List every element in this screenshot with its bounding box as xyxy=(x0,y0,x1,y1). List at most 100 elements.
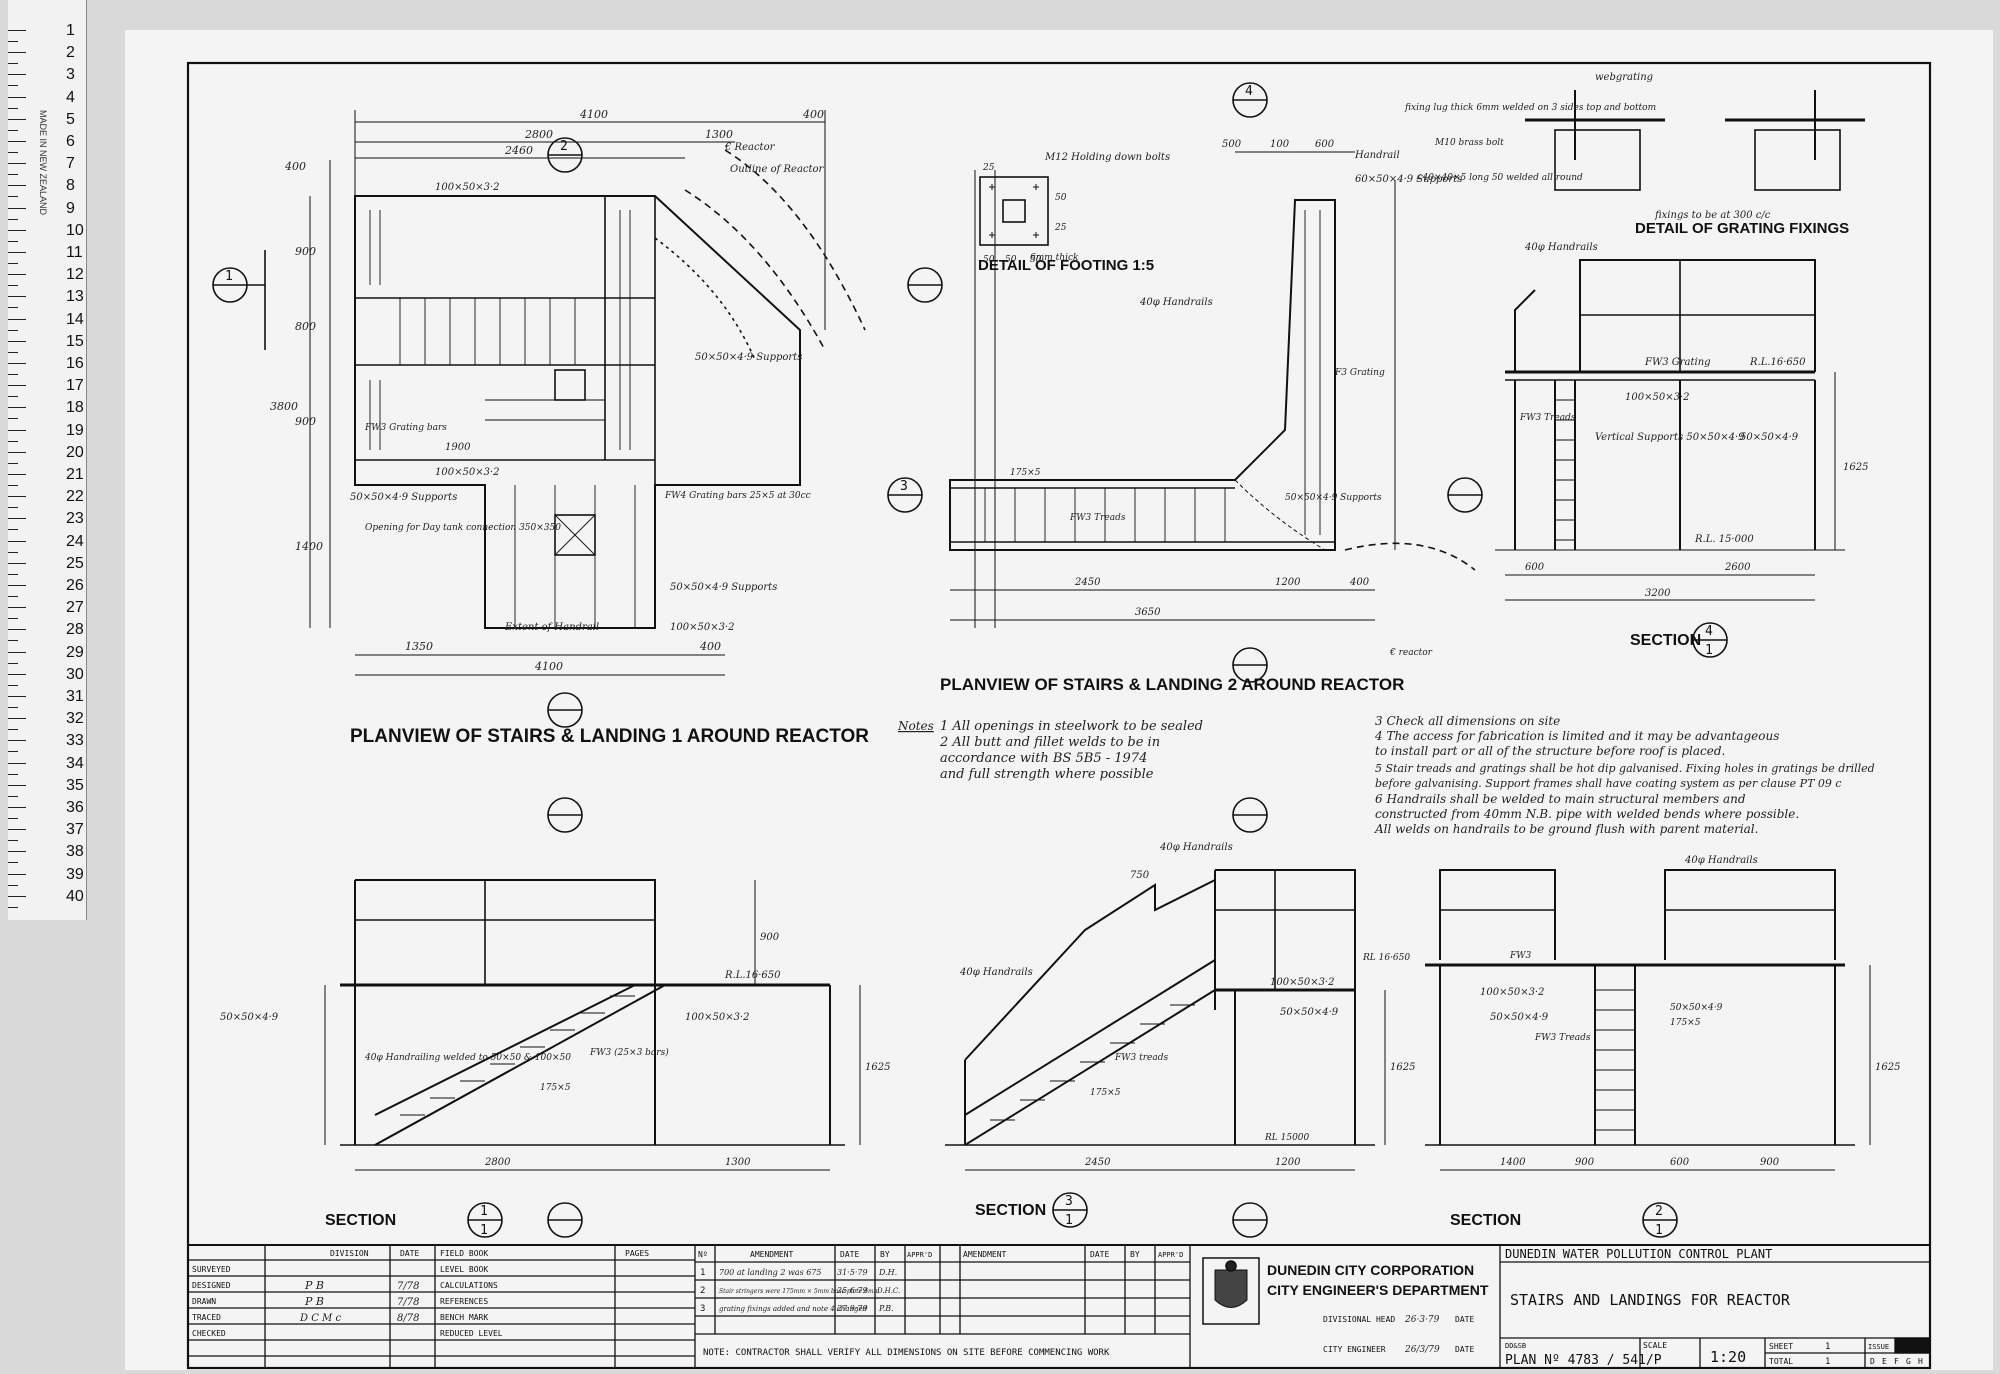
tb-issue-letter: F xyxy=(1894,1357,1899,1366)
ruler-number: 36 xyxy=(66,799,84,816)
note-line: 1 All openings in steelwork to be sealed xyxy=(940,719,1203,734)
tb-amend-head-2: DATE xyxy=(1090,1250,1109,1259)
tb-row: SURVEYED xyxy=(192,1265,231,1274)
sec3-note: FW3 treads xyxy=(1114,1053,1168,1063)
plan2-note: F3 Grating xyxy=(1334,368,1385,378)
plan1-note: 100×50×3·2 xyxy=(435,182,499,193)
tb-field: FIELD BOOK xyxy=(440,1249,488,1258)
sec2-dim: 1625 xyxy=(1875,1062,1900,1073)
plan2-note: € reactor xyxy=(1389,648,1433,658)
tb-row: DRAWN xyxy=(192,1297,216,1306)
ruler-tick xyxy=(8,607,26,609)
ruler-number: 20 xyxy=(66,443,84,461)
plan1-note: Opening for Day tank connection 350×350 xyxy=(365,523,561,533)
sec3-note: 175×5 xyxy=(1090,1088,1121,1098)
tb-org2: CITY ENGINEER'S DEPARTMENT xyxy=(1267,1282,1489,1298)
plan1-note: 50×50×4·9 Supports xyxy=(350,492,457,503)
ruler-number: 39 xyxy=(66,865,84,883)
plan1-dim: 400 xyxy=(284,160,306,173)
ruler-number: 3 xyxy=(66,66,75,84)
ruler-tick xyxy=(8,440,18,442)
ruler-tick xyxy=(8,163,26,165)
plan1-note: FW3 Grating bars xyxy=(364,423,447,433)
plan1-note: Outline of Reactor xyxy=(730,164,825,175)
sec4-note: 100×50×3·2 xyxy=(1625,392,1689,403)
ruler-number: 31 xyxy=(66,688,84,705)
ruler-tick xyxy=(8,807,26,808)
title-block-lines xyxy=(187,1244,1931,1369)
ruler-tick xyxy=(8,207,26,209)
tb-sheet-lbl: SHEET xyxy=(1769,1342,1793,1351)
ruler-tick xyxy=(8,529,18,531)
ruler-tick xyxy=(8,818,18,819)
sec1-note: R.L.16·650 xyxy=(724,970,781,981)
sec4-handrail xyxy=(1579,259,1816,372)
ruler-tick xyxy=(8,385,26,387)
tb-amend-head-2: APPR'D xyxy=(1158,1251,1183,1259)
ruler-tick xyxy=(8,906,18,908)
note-line: 3 Check all dimensions on site xyxy=(1375,714,1560,728)
tb-issue-letter: E xyxy=(1882,1357,1887,1366)
ruler-tick xyxy=(8,363,26,364)
tb-issue-lbl: ISSUE xyxy=(1868,1343,1889,1351)
grating-channel-left xyxy=(1554,129,1641,191)
ruler-tick xyxy=(8,851,26,853)
ruler-number: 13 xyxy=(66,288,84,306)
tb-amend-by: D.H.C. xyxy=(876,1287,900,1295)
sec4-note: 50×50×4·9 xyxy=(1740,432,1799,443)
ruler-number: 5 xyxy=(66,110,75,128)
tb-amend-no: 2 xyxy=(700,1286,705,1296)
tb-row: TRACED xyxy=(192,1313,221,1322)
ruler-tick xyxy=(8,573,18,575)
sec3-dim: 1625 xyxy=(1390,1062,1415,1073)
ruler-tick xyxy=(8,884,18,886)
sec2-dim: 900 xyxy=(1760,1157,1780,1168)
plan2-side-marker-num: 3 xyxy=(900,479,908,494)
footing-plate xyxy=(979,176,1049,246)
tb-designed-date: 7/78 xyxy=(397,1281,419,1292)
ruler-number: 32 xyxy=(66,710,84,728)
ruler-number: 21 xyxy=(66,466,84,483)
note-line: 6 Handrails shall be welded to main stru… xyxy=(1375,792,1746,806)
sec2-dim: 600 xyxy=(1670,1157,1690,1168)
note-line: before galvanising. Support frames shall… xyxy=(1375,777,1842,790)
plan1-note: Extent of Handrail xyxy=(504,622,599,633)
plan2-title: PLANVIEW OF STAIRS & LANDING 2 AROUND RE… xyxy=(940,675,1404,694)
tb-eng-date: 26/3/79 xyxy=(1404,1345,1440,1355)
drawing-sheet: PLANVIEW OF STAIRS & LANDING 1 AROUND RE… xyxy=(125,30,1993,1370)
ruler-tick xyxy=(8,85,18,87)
sec1-note: 50×50×4·9 xyxy=(220,1012,279,1023)
sec3-note: 40φ Handrails xyxy=(959,967,1033,978)
ruler-tick xyxy=(8,107,18,109)
section-3-view xyxy=(945,797,1386,1238)
ruler-tick xyxy=(8,141,26,142)
ruler-tick xyxy=(8,795,18,797)
ruler-tick xyxy=(8,651,26,653)
tb-drawn-date: 7/78 xyxy=(397,1297,419,1308)
ruler-tick xyxy=(8,895,26,897)
sec1-dim: 1300 xyxy=(725,1157,751,1168)
ruler-tick xyxy=(8,585,26,586)
footing-centre xyxy=(1002,199,1026,223)
note-line: All welds on handrails to be ground flus… xyxy=(1374,822,1758,836)
plan2-dim: 500 xyxy=(1222,139,1242,150)
plan1-dim: 900 xyxy=(295,415,316,428)
plan1-dim: 900 xyxy=(295,245,316,258)
plan2-note: Handrail xyxy=(1354,150,1400,161)
ruler-tick xyxy=(8,329,18,331)
ruler-tick xyxy=(8,596,18,597)
ruler-tick xyxy=(8,507,18,509)
ruler-number: 8 xyxy=(66,177,75,195)
sec1-den: 1 xyxy=(480,1223,488,1238)
plan1-opening-box xyxy=(554,514,596,556)
plan1-note: 50×50×4·9 Supports xyxy=(695,352,802,363)
tb-amend-date: 25·6·79 xyxy=(836,1286,868,1295)
sec4-dim: 2600 xyxy=(1724,562,1751,573)
sec3-title: SECTION xyxy=(975,1202,1046,1219)
plan1-note: FW4 Grating bars 25×5 at 30cc xyxy=(664,491,811,501)
sec1-dim: 900 xyxy=(760,932,780,943)
ruler-tick xyxy=(8,784,26,786)
tb-col-date: DATE xyxy=(400,1249,419,1258)
ruler-tick xyxy=(8,63,18,65)
section-2-view xyxy=(1425,869,1871,1238)
